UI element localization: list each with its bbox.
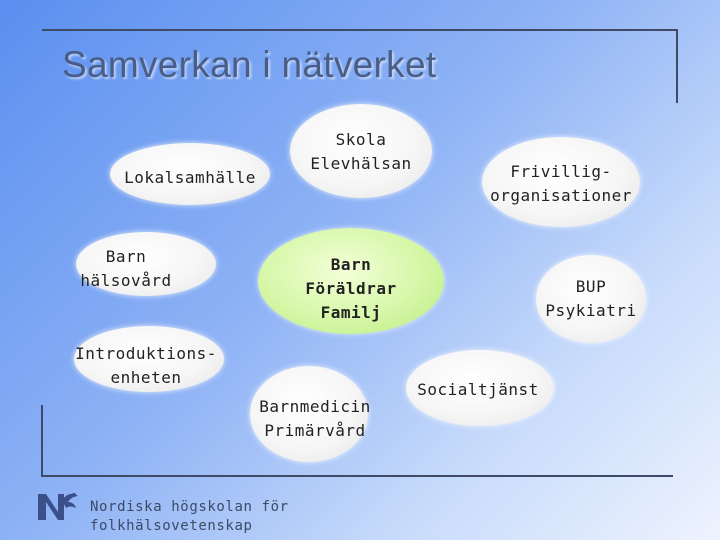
node-label-barnmedicin: Barnmedicin Primärvård <box>259 397 371 440</box>
node-label-introduktion: Introduktions- enheten <box>75 344 217 387</box>
bubble-lokalsamhalle <box>110 143 270 205</box>
bubble-frivillig <box>482 137 640 227</box>
bubble-introduktion <box>74 326 224 392</box>
bubble-skola <box>290 104 432 198</box>
node-label-barn-halsovard: Barn hälsovård <box>80 247 172 290</box>
bubble-socialtjanst <box>406 350 554 426</box>
frame-top-line <box>42 29 678 31</box>
frame-left-line <box>41 405 43 477</box>
bubble-barn-halsovard <box>76 232 216 296</box>
node-label-center: Barn Föräldrar Familj <box>305 255 397 322</box>
node-label-bup: BUP Psykiatri <box>545 277 637 320</box>
bubble-bup <box>536 255 646 343</box>
node-label-socialtjanst: Socialtjänst <box>417 380 539 399</box>
slide-title: Samverkan i nätverket <box>62 44 437 85</box>
footer-institution: Nordiska högskolan för folkhälsovetenska… <box>90 499 289 534</box>
node-label-skola: Skola Elevhälsan <box>310 130 412 173</box>
node-label-lokalsamhalle: Lokalsamhälle <box>124 168 256 187</box>
frame-bottom-line <box>41 475 673 477</box>
frame-right-line <box>676 29 678 103</box>
node-label-frivillig: Frivillig- organisationer <box>490 162 632 205</box>
bubble-center <box>258 228 444 334</box>
bubble-barnmedicin <box>250 366 368 462</box>
nhv-logo-icon <box>38 493 78 520</box>
